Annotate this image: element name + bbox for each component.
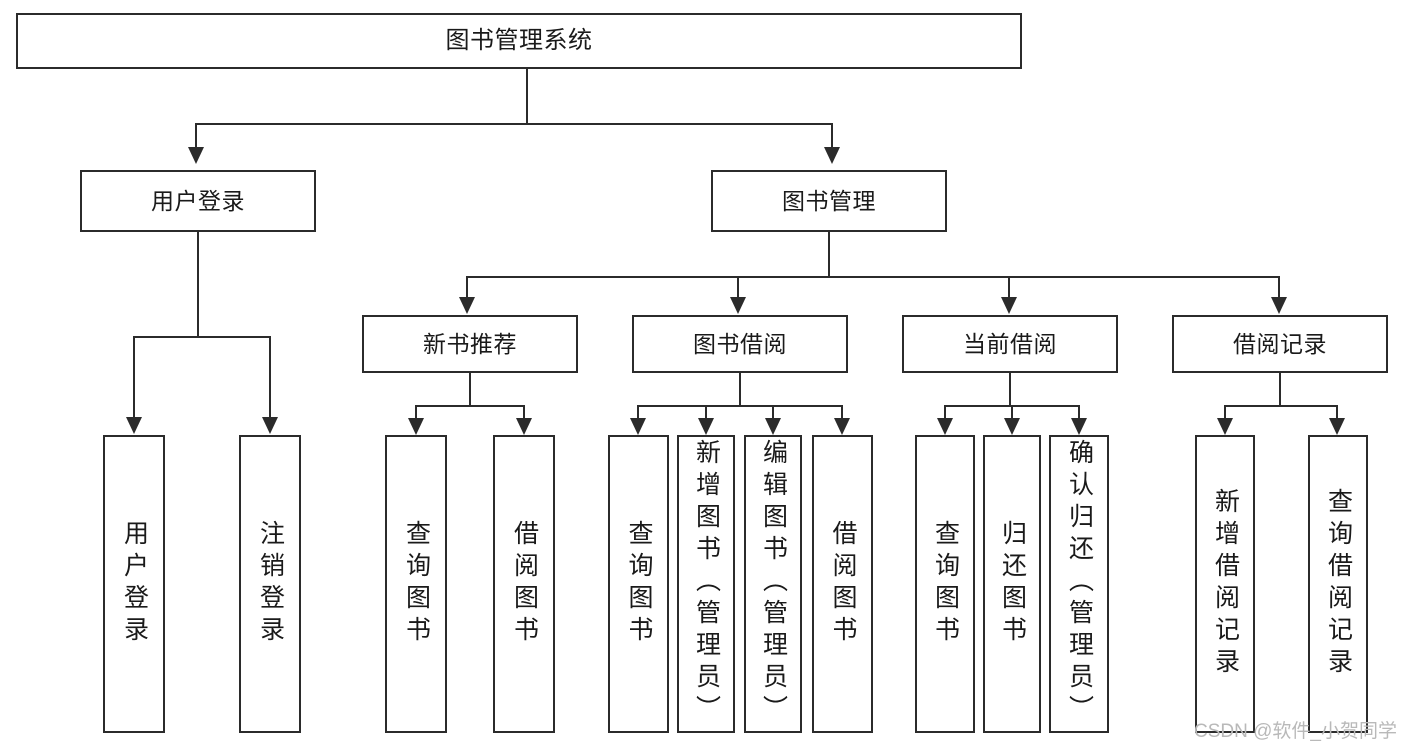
connector-new-book-bus xyxy=(415,405,525,407)
node-label: 查询借阅记录 xyxy=(1324,488,1353,680)
connector-root-stem xyxy=(526,69,528,124)
leaf-user-login[interactable]: 用户登录 xyxy=(103,435,165,733)
node-label: 用户登录 xyxy=(151,187,245,214)
node-label: 借阅记录 xyxy=(1233,330,1327,357)
connector-bb-bus xyxy=(637,405,843,407)
arrowhead-user-login xyxy=(188,147,204,164)
node-new-book-recommend[interactable]: 新书推荐 xyxy=(362,315,578,373)
node-label: 新增图书（管理员） xyxy=(692,439,721,727)
connector-br-bus xyxy=(1224,405,1338,407)
node-label: 归还图书 xyxy=(998,520,1027,648)
arrowhead-cb-return xyxy=(1004,418,1020,435)
leaf-cb-query-book[interactable]: 查询图书 xyxy=(915,435,975,733)
arrowhead-br-add xyxy=(1217,418,1233,435)
connector-cb-stem xyxy=(1009,373,1011,406)
arrowhead-nb-query xyxy=(408,418,424,435)
node-label: 查询图书 xyxy=(402,520,431,648)
arrowhead-cb-confirm xyxy=(1071,418,1087,435)
node-label: 确认归还（管理员） xyxy=(1065,439,1094,727)
arrowhead-book-manage xyxy=(824,147,840,164)
connector-drop-cb-return xyxy=(1011,405,1013,419)
node-label: 图书管理系统 xyxy=(445,27,593,55)
arrowhead-book-borrow xyxy=(730,297,746,314)
arrowhead-bb-edit xyxy=(765,418,781,435)
connector-drop-bb-query xyxy=(637,405,639,419)
arrowhead-bb-borrow xyxy=(834,418,850,435)
leaf-bb-query-book[interactable]: 查询图书 xyxy=(608,435,669,733)
leaf-nb-borrow-book[interactable]: 借阅图书 xyxy=(493,435,555,733)
connector-drop-bb-borrow xyxy=(841,405,843,419)
connector-drop-cb-confirm xyxy=(1078,405,1080,419)
arrowhead-borrow-record xyxy=(1271,297,1287,314)
connector-drop-br-query xyxy=(1336,405,1338,419)
node-root-system[interactable]: 图书管理系统 xyxy=(16,13,1022,69)
connector-root-bus xyxy=(195,123,833,125)
arrowhead-login xyxy=(126,417,142,434)
node-label: 当前借阅 xyxy=(963,330,1057,357)
connector-drop-current-borrow xyxy=(1008,276,1010,298)
connector-drop-nb-query xyxy=(415,405,417,419)
connector-drop-bb-edit xyxy=(772,405,774,419)
arrowhead-logout xyxy=(262,417,278,434)
node-book-borrow[interactable]: 图书借阅 xyxy=(632,315,848,373)
arrowhead-bb-add xyxy=(698,418,714,435)
connector-drop-br-add xyxy=(1224,405,1226,419)
connector-drop-book-manage xyxy=(831,123,833,147)
node-label: 编辑图书（管理员） xyxy=(759,439,788,727)
connector-drop-user-login xyxy=(195,123,197,147)
connector-drop-bb-add xyxy=(705,405,707,419)
connector-user-login-stem xyxy=(197,232,199,337)
connector-drop-login xyxy=(133,336,135,418)
csdn-watermark: CSDN @软件_小贺同学 xyxy=(1194,721,1397,742)
arrowhead-bb-query xyxy=(630,418,646,435)
arrowhead-br-query xyxy=(1329,418,1345,435)
leaf-bb-edit-book[interactable]: 编辑图书（管理员） xyxy=(744,435,802,733)
connector-new-book-stem xyxy=(469,373,471,406)
connector-book-manage-stem xyxy=(828,232,830,277)
node-label: 新增借阅记录 xyxy=(1211,488,1240,680)
leaf-cb-confirm-return[interactable]: 确认归还（管理员） xyxy=(1049,435,1109,733)
arrowhead-new-book xyxy=(459,297,475,314)
leaf-cb-return-book[interactable]: 归还图书 xyxy=(983,435,1041,733)
arrowhead-nb-borrow xyxy=(516,418,532,435)
node-user-login[interactable]: 用户登录 xyxy=(80,170,316,232)
node-label: 图书借阅 xyxy=(693,330,787,357)
connector-book-manage-bus xyxy=(466,276,1280,278)
node-borrow-record[interactable]: 借阅记录 xyxy=(1172,315,1388,373)
node-label: 查询图书 xyxy=(931,520,960,648)
connector-user-login-bus xyxy=(133,336,271,338)
node-label: 用户登录 xyxy=(120,520,149,648)
connector-drop-borrow-record xyxy=(1278,276,1280,298)
connector-drop-new-book xyxy=(466,276,468,298)
leaf-nb-query-book[interactable]: 查询图书 xyxy=(385,435,447,733)
node-label: 图书管理 xyxy=(782,187,876,214)
connector-bb-stem xyxy=(739,373,741,406)
node-current-borrow[interactable]: 当前借阅 xyxy=(902,315,1118,373)
node-label: 借阅图书 xyxy=(829,520,857,648)
node-label: 借阅图书 xyxy=(510,520,539,648)
leaf-bb-add-book[interactable]: 新增图书（管理员） xyxy=(677,435,735,733)
node-label: 新书推荐 xyxy=(423,330,517,357)
connector-drop-cb-query xyxy=(944,405,946,419)
arrowhead-cb-query xyxy=(937,418,953,435)
node-book-management[interactable]: 图书管理 xyxy=(711,170,947,232)
connector-drop-logout xyxy=(269,336,271,418)
connector-drop-book-borrow xyxy=(737,276,739,298)
leaf-logout[interactable]: 注销登录 xyxy=(239,435,301,733)
node-label: 注销登录 xyxy=(256,520,285,648)
connector-br-stem xyxy=(1279,373,1281,406)
connector-drop-nb-borrow xyxy=(523,405,525,419)
leaf-bb-borrow-book[interactable]: 借阅图书 xyxy=(812,435,873,733)
arrowhead-current-borrow xyxy=(1001,297,1017,314)
leaf-br-add-record[interactable]: 新增借阅记录 xyxy=(1195,435,1255,733)
leaf-br-query-record[interactable]: 查询借阅记录 xyxy=(1308,435,1368,733)
node-label: 查询图书 xyxy=(625,520,653,648)
